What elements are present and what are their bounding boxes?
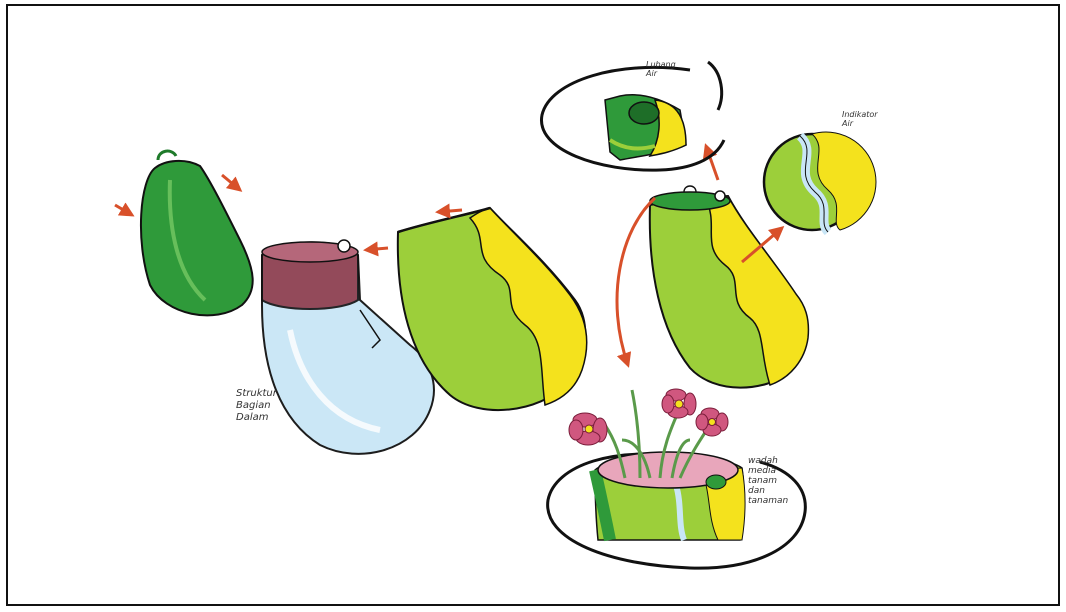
arrow-icon [115,205,132,215]
water-indicator-detail [764,132,876,232]
planting-container-label: wadah media tanam dan tanaman [748,456,788,506]
dark-green-shell [141,151,253,315]
water-hole-label: Lubang Air [646,60,676,78]
water-indicator-label: Indikator Air [842,110,878,128]
inner-structure-label: Struktur Bagian Dalam [236,388,277,424]
arrow-icon [222,175,240,190]
flower-icon [696,408,728,436]
water-hole-detail [541,62,724,170]
arrow-icon [366,248,388,250]
arrow-icon [438,210,462,212]
flower-icon [662,389,696,418]
flower-icon [569,413,607,445]
